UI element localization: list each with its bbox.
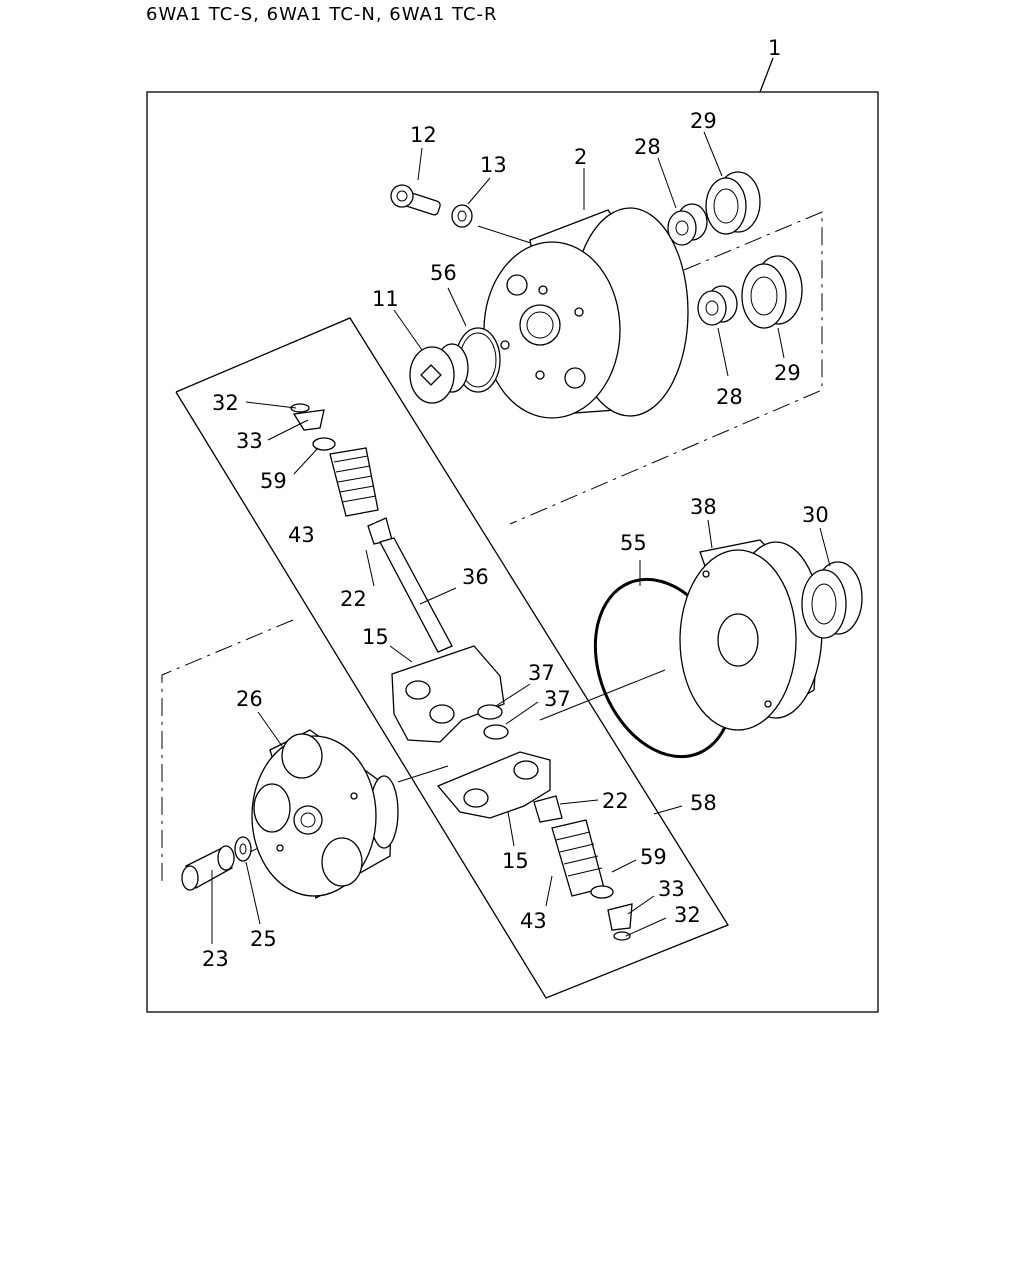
label-part-23: 23 [202, 947, 229, 971]
label-part-12: 12 [410, 123, 437, 147]
bolt-part-12 [390, 184, 441, 216]
label-part-30: 30 [802, 503, 829, 527]
label-part-59-lower: 59 [640, 845, 667, 869]
side-plate-part-26 [251, 729, 399, 899]
pump-body-part-2 [483, 207, 689, 419]
washer-part-37 [477, 704, 509, 740]
label-part-26: 26 [236, 687, 263, 711]
fitting-part-28-lower [697, 285, 738, 326]
label-part-25: 25 [250, 927, 277, 951]
washer-part-13 [451, 204, 473, 228]
label-part-55: 55 [620, 531, 647, 555]
label-part-32-upper: 32 [212, 391, 239, 415]
valve-group-boundary [175, 317, 729, 999]
label-part-29-upper: 29 [690, 109, 717, 133]
label-part-13: 13 [480, 153, 507, 177]
label-part-59-upper: 59 [260, 469, 287, 493]
label-part-28-lower: 28 [716, 385, 743, 409]
label-part-43-lower: 43 [520, 909, 547, 933]
label-part-22-upper: 22 [340, 587, 367, 611]
valve-body-part-15-upper [391, 645, 505, 743]
leader-lines [211, 131, 831, 944]
fitting-part-28-upper [667, 203, 708, 246]
label-part-33-upper: 33 [236, 429, 263, 453]
label-part-15-upper: 15 [362, 625, 389, 649]
label-part-22-lower: 22 [602, 789, 629, 813]
label-part-29-lower: 29 [774, 361, 801, 385]
label-part-28-upper: 28 [634, 135, 661, 159]
label-part-37-b: 37 [544, 687, 571, 711]
label-part-2: 2 [574, 145, 587, 169]
assembly-frame [146, 57, 879, 1013]
label-part-56: 56 [430, 261, 457, 285]
label-part-11: 11 [372, 287, 399, 311]
label-part-38: 38 [690, 495, 717, 519]
label-part-1: 1 [768, 36, 781, 60]
end-cover-part-38 [679, 539, 823, 731]
label-part-32-lower: 32 [674, 903, 701, 927]
lower-valve-stack [533, 795, 633, 941]
label-part-36: 36 [462, 565, 489, 589]
label-part-33-lower: 33 [658, 877, 685, 901]
plug-part-23 [181, 845, 235, 891]
valve-body-part-15-lower [436, 751, 551, 819]
plug-part-11 [409, 343, 469, 404]
label-part-15-lower: 15 [502, 849, 529, 873]
seat-part-29-lower [741, 255, 803, 329]
diagram-title: 6WA1 TC-S, 6WA1 TC-N, 6WA1 TC-R [146, 4, 498, 25]
label-part-37-a: 37 [528, 661, 555, 685]
seal-part-30 [801, 561, 863, 639]
label-part-58: 58 [690, 791, 717, 815]
label-part-43-upper: 43 [288, 523, 315, 547]
upper-valve-stack [290, 403, 453, 653]
part-labels: 1 2 11 12 13 15 15 22 22 23 25 26 28 28 … [202, 36, 829, 971]
washer-part-25 [234, 836, 252, 862]
seat-part-29-upper [705, 171, 761, 235]
